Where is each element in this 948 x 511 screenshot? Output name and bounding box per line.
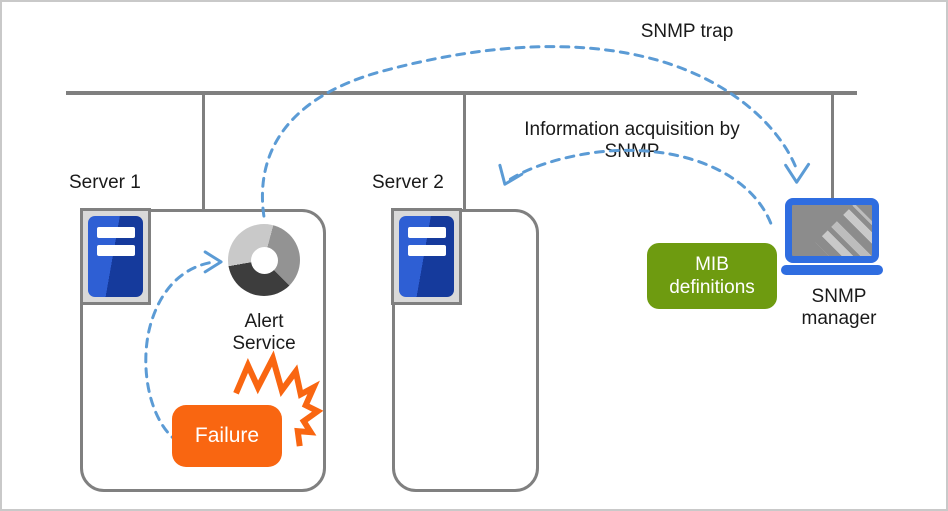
alert-service-donut-icon — [228, 224, 300, 296]
server1-label: Server 1 — [69, 172, 141, 193]
snmp-trap-arrowhead-icon — [784, 162, 811, 184]
snmp-manager-label: SNMP manager — [801, 286, 877, 329]
server-tower — [399, 216, 454, 297]
laptop-screen — [785, 198, 879, 263]
server-slot-bar — [408, 227, 446, 238]
laptop-base — [781, 265, 883, 275]
manager-bus-drop-line — [831, 91, 834, 200]
mib-definitions-box: MIB definitions — [647, 243, 777, 309]
snmp-trap-label: SNMP trap — [640, 21, 734, 42]
server-icon — [80, 208, 151, 305]
server1-bus-drop-line — [202, 91, 205, 211]
laptop-screen-glare — [815, 205, 872, 256]
server2-label: Server 2 — [372, 172, 444, 193]
laptop-icon — [781, 198, 883, 275]
donut-hole — [250, 246, 278, 274]
server-slot-bar — [97, 227, 135, 238]
network-bus-line — [66, 91, 857, 95]
info-acquisition-arrowhead-icon — [498, 163, 524, 186]
failure-box: Failure — [172, 405, 282, 467]
info-acquisition-label: Information acquisition by SNMP — [524, 119, 740, 162]
alert-service-label: Alert Service — [232, 311, 296, 354]
server-slot-bar — [97, 245, 135, 256]
server-tower — [88, 216, 143, 297]
server-icon — [391, 208, 462, 305]
mib-definitions-label: MIB definitions — [669, 254, 755, 298]
server-slot-bar — [408, 245, 446, 256]
server2-bus-drop-line — [463, 91, 466, 211]
failure-label: Failure — [194, 424, 260, 447]
